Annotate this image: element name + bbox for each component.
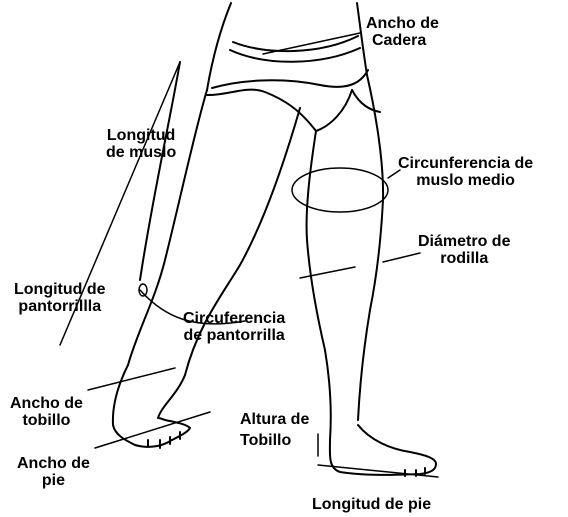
calf-length-label: Longitud de pantorrillla bbox=[14, 281, 106, 315]
knee-diameter-label: Diámetro de rodilla bbox=[418, 233, 510, 267]
knee-diameter-label-line1: Diámetro de bbox=[418, 233, 510, 250]
ankle-height-label: Altura de Tobillo bbox=[240, 411, 309, 449]
knee-leader bbox=[383, 253, 420, 262]
ankle-width-label-line1: Ancho de bbox=[10, 395, 83, 412]
knee-diameter-line bbox=[300, 267, 355, 278]
foot-length-label: Longitud de pie bbox=[312, 496, 431, 513]
hip-width-label-line2: Cadera bbox=[366, 32, 439, 49]
calf-length-label-line1: Longitud de bbox=[14, 281, 106, 298]
ankle-height-label-line2: Tobillo bbox=[240, 432, 309, 449]
ankle-width-line bbox=[88, 368, 175, 390]
mid-thigh-circumference-label: Circunferencia de muslo medio bbox=[398, 155, 533, 189]
hip-width-label-line1: Ancho de bbox=[366, 15, 439, 32]
foot-width-label-line1: Ancho de bbox=[17, 455, 90, 472]
mid-thigh-circumference bbox=[292, 168, 388, 212]
ankle-width-label-line2: tobillo bbox=[10, 412, 83, 429]
foot-width-label: Ancho de pie bbox=[17, 455, 90, 489]
calf-circumference-label: Circuferencia de pantorrilla bbox=[183, 310, 285, 344]
hip-width-line bbox=[263, 33, 360, 54]
mid-thigh-label-line2: muslo medio bbox=[398, 172, 533, 189]
mid-thigh-label-line1: Circunferencia de bbox=[398, 155, 533, 172]
calf-circ-label-line1: Circuferencia bbox=[183, 310, 285, 327]
thigh-length-label-line1: Longitud bbox=[106, 127, 176, 144]
leg-outline bbox=[113, 3, 436, 476]
foot-width-label-line2: pie bbox=[17, 472, 90, 489]
knee-diameter-label-line2: rodilla bbox=[418, 250, 510, 267]
thigh-length-label: Longitud de muslo bbox=[106, 127, 176, 161]
hip-width-label: Ancho de Cadera bbox=[366, 15, 439, 49]
calf-circ-label-line2: de pantorrilla bbox=[183, 327, 285, 344]
thigh-length-label-line2: de muslo bbox=[106, 144, 176, 161]
calf-length-label-line2: pantorrillla bbox=[14, 298, 106, 315]
ankle-height-label-line1: Altura de bbox=[240, 411, 309, 428]
ankle-width-label: Ancho de tobillo bbox=[10, 395, 83, 429]
